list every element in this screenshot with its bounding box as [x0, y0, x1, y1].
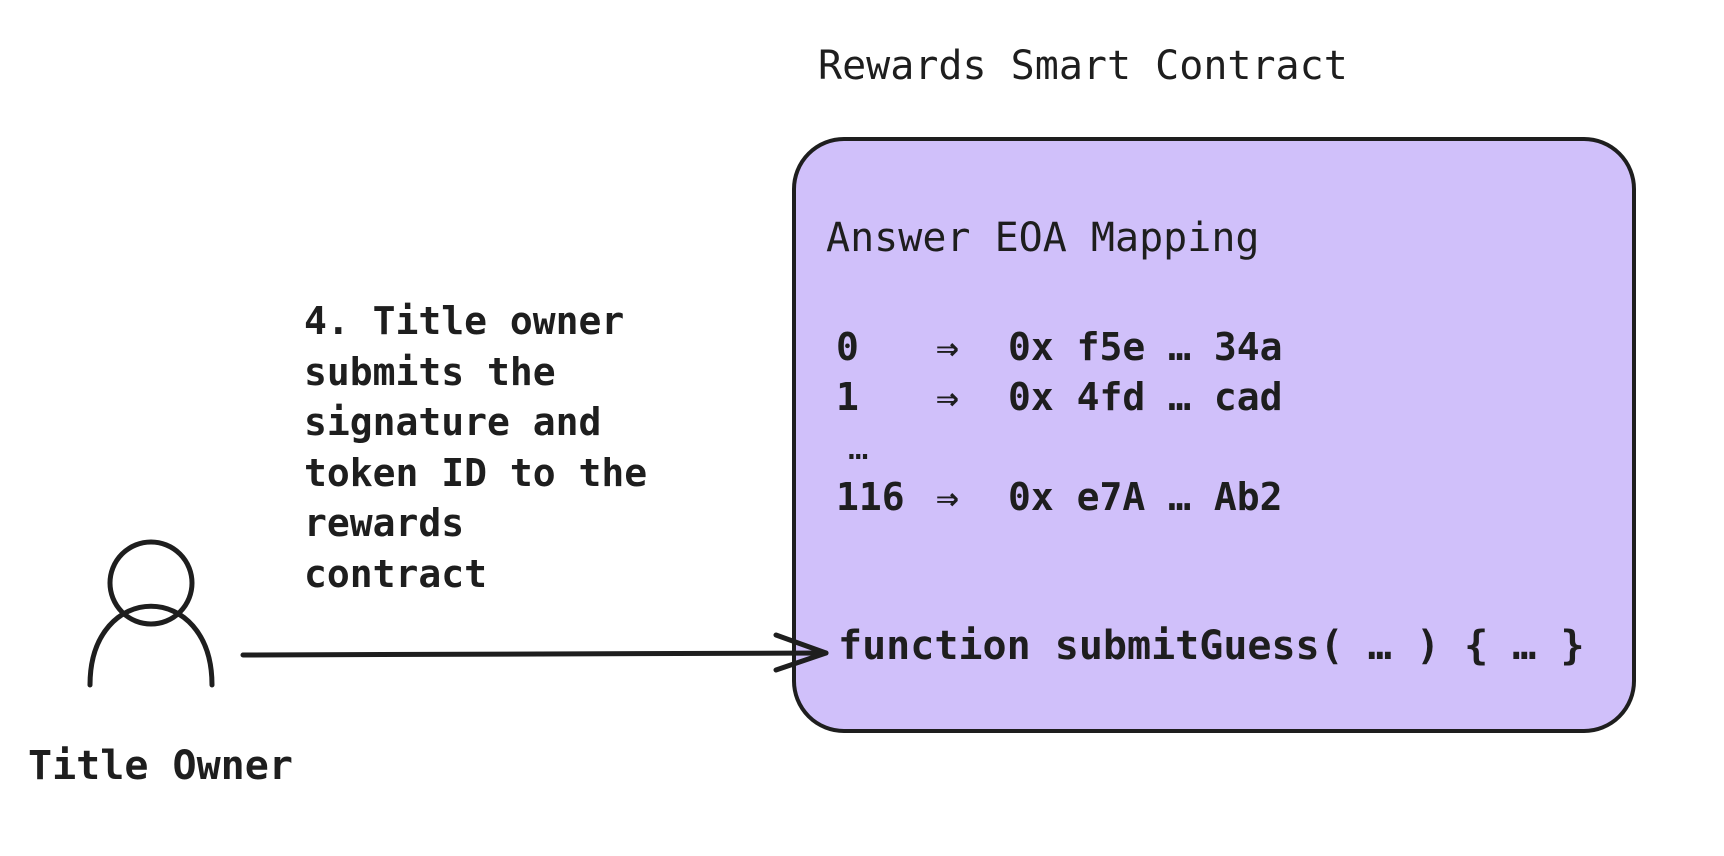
contract-box	[792, 137, 1636, 733]
mapping-title: Answer EOA Mapping	[826, 215, 1260, 261]
contract-title: Rewards Smart Contract	[818, 43, 1348, 89]
mapping-arrow: ⇒	[936, 475, 959, 519]
step-label: 4. Title owner submits the signature and…	[304, 299, 648, 596]
mapping-key: 1	[836, 375, 859, 419]
actor-label: Title Owner	[28, 743, 293, 789]
mapping-row: 1 ⇒ 0x 4fd … cad	[836, 372, 1283, 422]
person-icon	[87, 539, 215, 688]
function-signature: function submitGuess( … ) { … }	[838, 623, 1585, 669]
mapping-value: 0x 4fd … cad	[1008, 375, 1283, 419]
arrow-right-icon	[240, 632, 829, 673]
mapping-arrow: ⇒	[936, 375, 959, 419]
mapping-row: 116 ⇒ 0x e7A … Ab2	[836, 472, 1283, 522]
mapping-value: 0x e7A … Ab2	[1008, 475, 1283, 519]
mapping-key: 0	[836, 325, 859, 369]
mapping-row: 0 ⇒ 0x f5e … 34a	[836, 322, 1283, 372]
mapping-ellipsis: …	[848, 428, 869, 468]
mapping-key: 116	[836, 475, 905, 519]
mapping-value: 0x f5e … 34a	[1008, 325, 1283, 369]
mapping-arrow: ⇒	[936, 325, 959, 369]
